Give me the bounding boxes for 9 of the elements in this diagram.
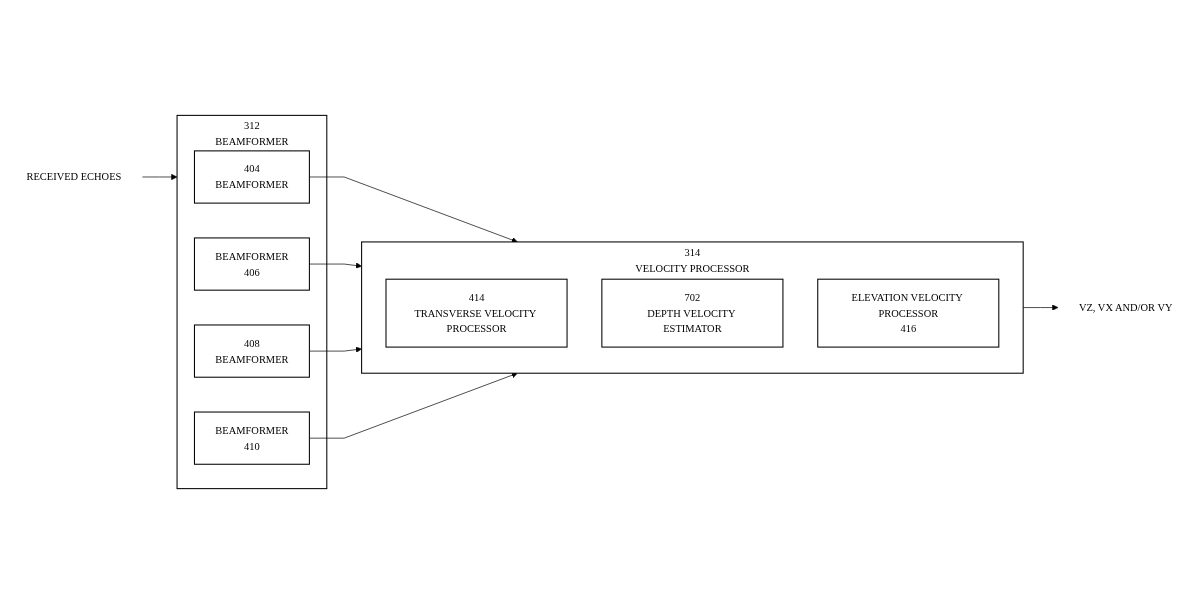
node-box: 408 BEAMFORMER: [193, 324, 310, 378]
node-text: VZ, VX AND/OR VY: [1078, 301, 1173, 313]
node-text: RECEIVED ECHOES: [26, 171, 122, 183]
node-box: 404 BEAMFORMER: [193, 150, 310, 204]
node-box: 702 DEPTH VELOCITY ESTIMATOR: [601, 278, 784, 348]
node-box: ELEVATION VELOCITY PROCESSOR 416: [817, 278, 1000, 348]
node-box: 414 TRANSVERSE VELOCITY PROCESSOR: [385, 278, 568, 348]
node-box: BEAMFORMER 406: [193, 237, 310, 291]
node-box: BEAMFORMER 410: [193, 411, 310, 465]
